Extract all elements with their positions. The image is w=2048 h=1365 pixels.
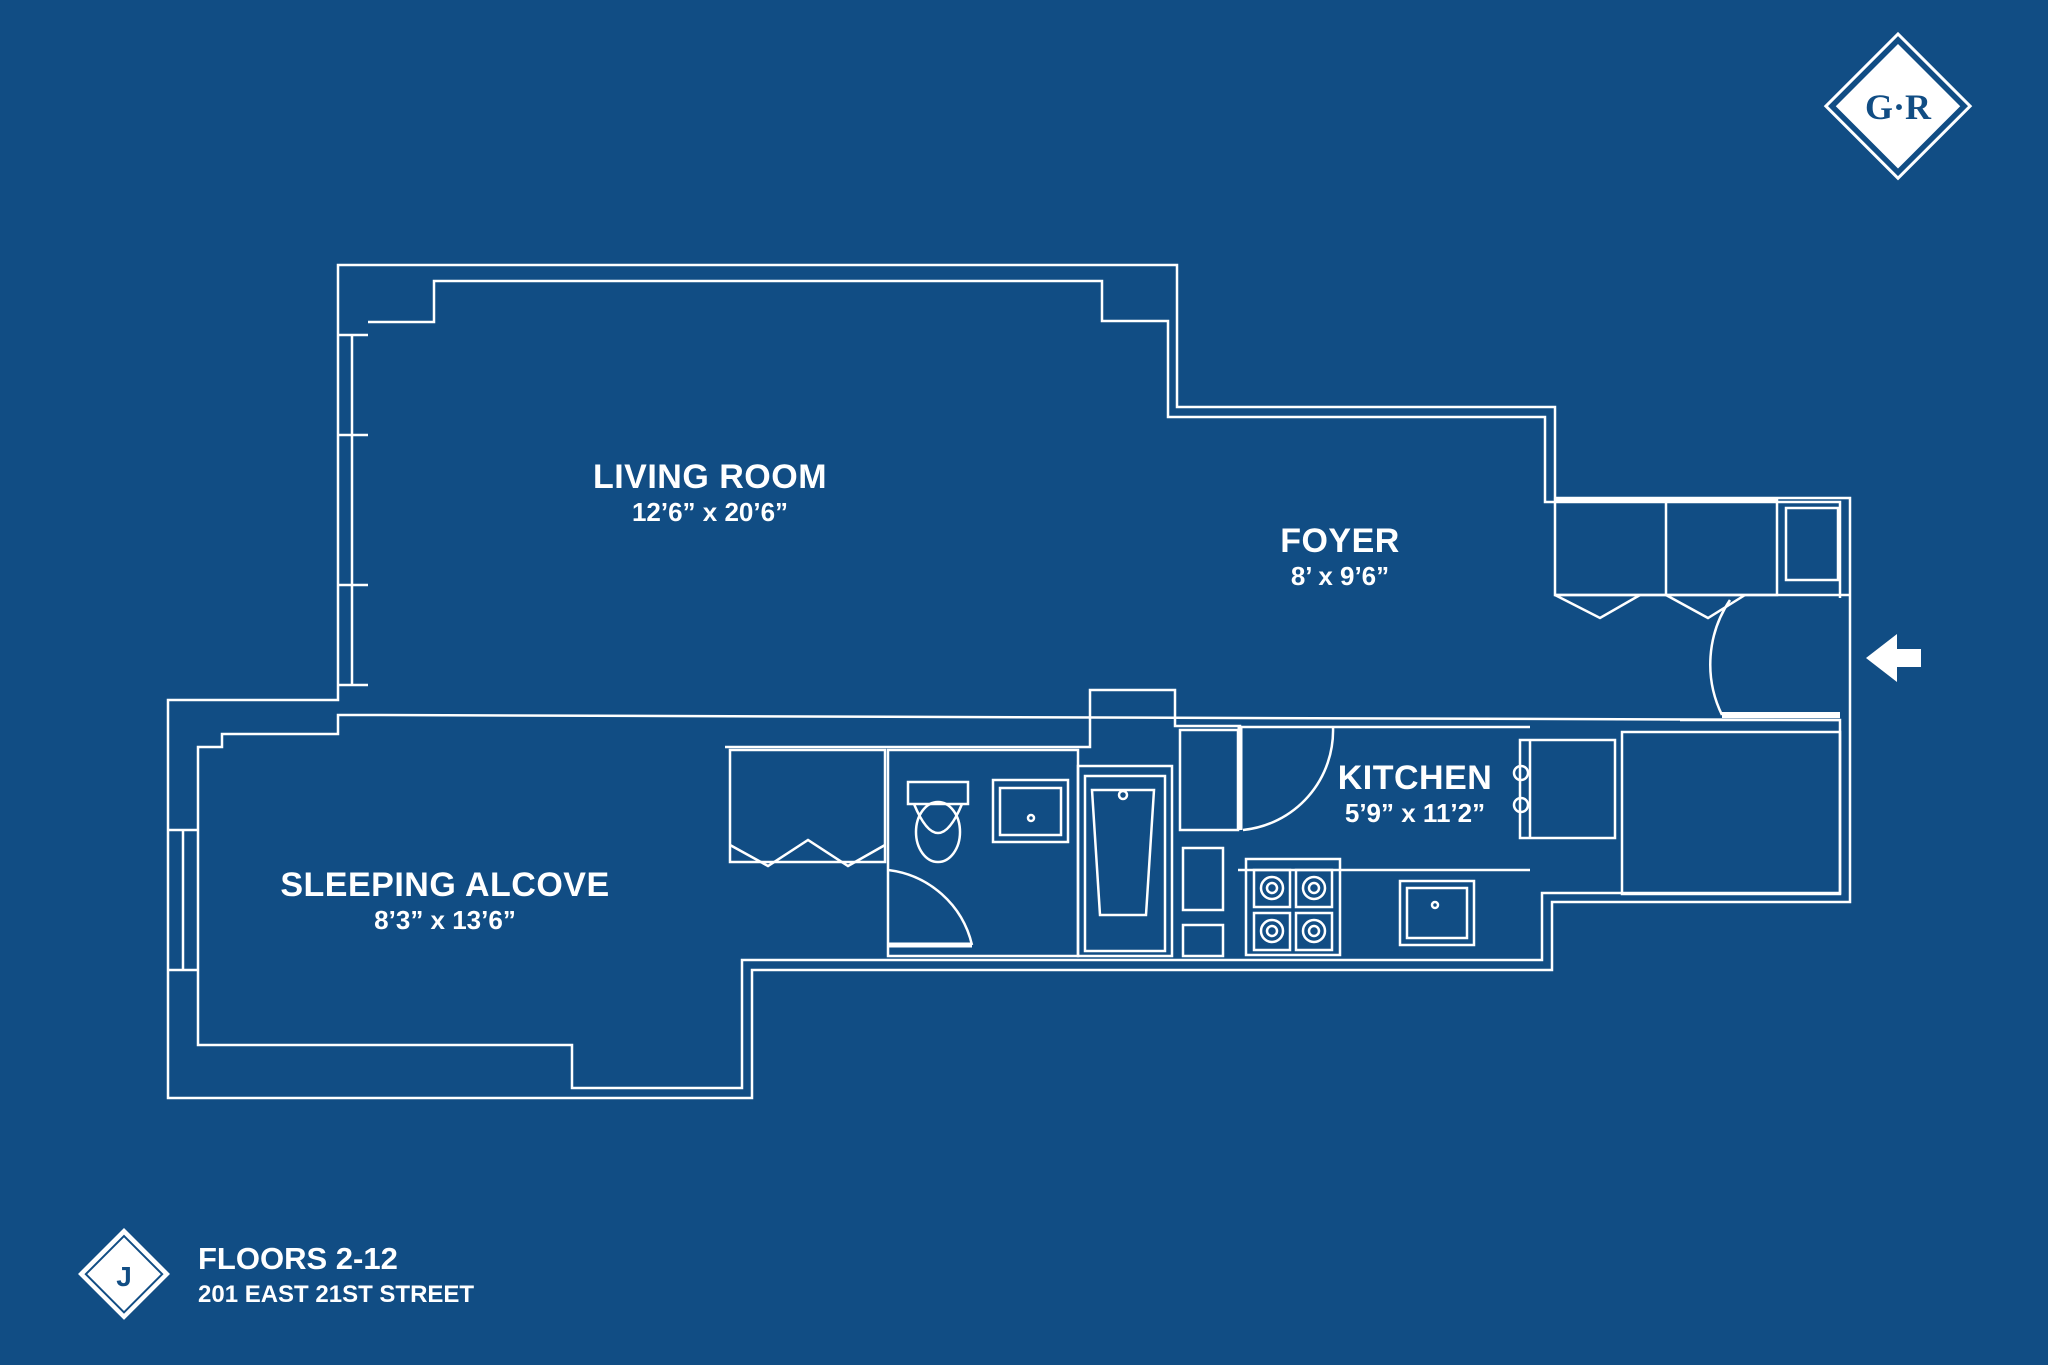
window-sleeping-alcove xyxy=(168,828,198,972)
room-name: KITCHEN xyxy=(1337,759,1493,797)
room-dimensions: 8’ x 9’6” xyxy=(1290,561,1390,591)
exterior-wall-outer xyxy=(166,263,1852,1100)
kitchen-label: KITCHEN 5’9” x 11’2” xyxy=(1290,759,1540,829)
entry-door xyxy=(1680,599,1840,722)
room-dimensions: 12’6” x 20’6” xyxy=(631,497,789,527)
bathroom xyxy=(886,748,1174,958)
kitchen-fixtures xyxy=(1237,725,1842,957)
gr-diamond-logo: G·R xyxy=(1823,31,1973,181)
foyer-label: FOYER 8’ x 9’6” xyxy=(1210,522,1470,592)
room-name: LIVING ROOM xyxy=(592,458,828,496)
unit-letter: J xyxy=(116,1261,132,1292)
room-name: FOYER xyxy=(1280,522,1400,560)
sleeping-alcove-label: SLEEPING ALCOVE 8’3” x 13’6” xyxy=(240,866,650,936)
entry-arrow-icon xyxy=(1866,634,1921,682)
room-dimensions: 8’3” x 13’6” xyxy=(374,905,516,935)
room-name: SLEEPING ALCOVE xyxy=(280,866,610,904)
window-living-room xyxy=(338,333,368,687)
unit-letter-badge: J xyxy=(78,1228,170,1320)
exterior-wall-inner xyxy=(196,279,1842,1090)
unit-floors: FLOORS 2-12 xyxy=(198,1241,398,1276)
closet-sleeping xyxy=(728,748,887,868)
room-dimensions: 5’9” x 11’2” xyxy=(1344,798,1486,828)
unit-address: 201 EAST 21ST STREET xyxy=(198,1281,475,1308)
utility-chase xyxy=(1178,728,1240,958)
partition-wall xyxy=(725,688,1242,830)
living-room-label: LIVING ROOM 12’6” x 20’6” xyxy=(540,458,880,528)
logo-text: G·R xyxy=(1865,87,1932,127)
foyer-closets xyxy=(1553,498,1850,620)
